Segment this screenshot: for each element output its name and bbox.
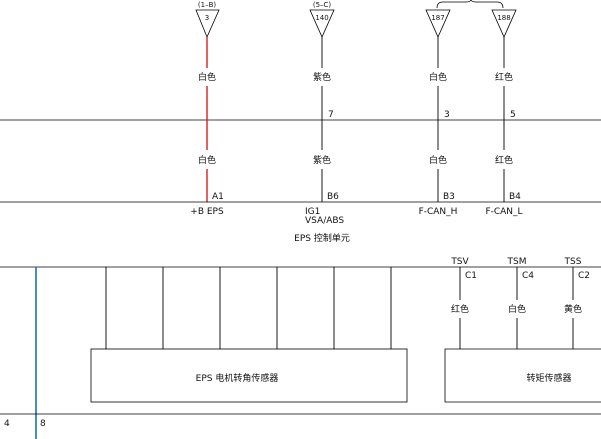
- connector-3: 187: [425, 9, 451, 38]
- wire-2-color-bottom: 紫色: [313, 154, 331, 166]
- connector-2-ref: (5–C): [313, 1, 332, 9]
- motor-angle-sensor-label: EPS 电机转角传感器: [196, 372, 279, 384]
- wire-3: 白色 3 白色 B3 F-CAN_H: [419, 37, 458, 217]
- connector-2: (5–C) 140: [309, 1, 335, 38]
- torque-pin-1-signal: TSV: [450, 257, 469, 267]
- wire-2-signal2: VSA/ABS: [305, 216, 344, 226]
- torque-sensor-box: [444, 348, 601, 403]
- wire-4-pin: B4: [509, 192, 521, 202]
- wire-2: 紫色 7 紫色 B6 IG1 VSA/ABS: [305, 37, 344, 226]
- torque-pin-3-color: 黄色: [564, 303, 582, 315]
- connector-bracket: [436, 0, 504, 9]
- wire-3-pin: B3: [443, 192, 455, 202]
- wire-1-color-top: 白色: [198, 71, 216, 83]
- connector-4: 188: [491, 9, 517, 38]
- wire-4-color-top: 红色: [495, 71, 513, 83]
- torque-pin-3-signal: TSS: [564, 257, 582, 267]
- wire-2-signal: IG1: [305, 207, 320, 217]
- wire-3-pin-mid: 3: [444, 110, 450, 120]
- connector-3-triangle: [425, 9, 451, 38]
- torque-pin-1-color: 红色: [451, 303, 469, 315]
- wire-1-color-bottom: 白色: [198, 154, 216, 166]
- connector-1-triangle: [195, 9, 220, 39]
- torque-pin-2-color: 白色: [508, 303, 526, 315]
- wire-2-pin: B6: [327, 192, 339, 202]
- connector-1-num: 3: [205, 14, 209, 22]
- torque-pin-1-pin: C1: [465, 271, 477, 281]
- connector-1-ref: (1–B): [198, 1, 216, 9]
- torque-sensor-label: 转矩传感器: [526, 372, 571, 384]
- motor-angle-sensor-box: [90, 348, 408, 403]
- wire-1-pin: A1: [212, 192, 224, 202]
- wire-3-color-top: 白色: [429, 71, 447, 83]
- wire-4-signal: F-CAN_L: [485, 207, 522, 217]
- wire-4-color-bottom: 红色: [495, 154, 513, 166]
- motor-sensor-lines: [105, 267, 392, 349]
- wire-3-signal: F-CAN_H: [419, 207, 458, 217]
- torque-pin-3: TSS C2 黄色: [564, 257, 590, 349]
- control-unit-label: EPS 控制单元: [294, 232, 350, 244]
- bottom-pin-left: 4: [4, 419, 10, 429]
- wire-2-color-top: 紫色: [313, 71, 331, 83]
- torque-pin-2-signal: TSM: [507, 257, 527, 267]
- torque-pin-2: TSM C4 白色: [507, 257, 534, 349]
- wire-4: 红色 5 红色 B4 F-CAN_L: [485, 37, 523, 217]
- wire-4-pin-mid: 5: [510, 110, 516, 120]
- connector-2-num: 140: [315, 14, 328, 22]
- connector-3-num: 187: [431, 14, 444, 22]
- wire-1: 白色 白色 A1 +B EPS: [190, 37, 224, 217]
- wire-3-color-bottom: 白色: [429, 154, 447, 166]
- bottom-pin-right: 8: [40, 419, 46, 429]
- wire-1-signal: +B EPS: [190, 207, 224, 217]
- connector-4-num: 188: [497, 14, 510, 22]
- torque-pin-2-pin: C4: [522, 271, 534, 281]
- wire-2-pin-mid: 7: [328, 110, 334, 120]
- connector-1: (1–B) 3: [195, 1, 220, 39]
- torque-pin-1: TSV C1 红色: [450, 257, 477, 349]
- connector-4-triangle: [491, 9, 517, 38]
- torque-pin-3-pin: C2: [578, 271, 590, 281]
- connector-2-triangle: [309, 9, 335, 38]
